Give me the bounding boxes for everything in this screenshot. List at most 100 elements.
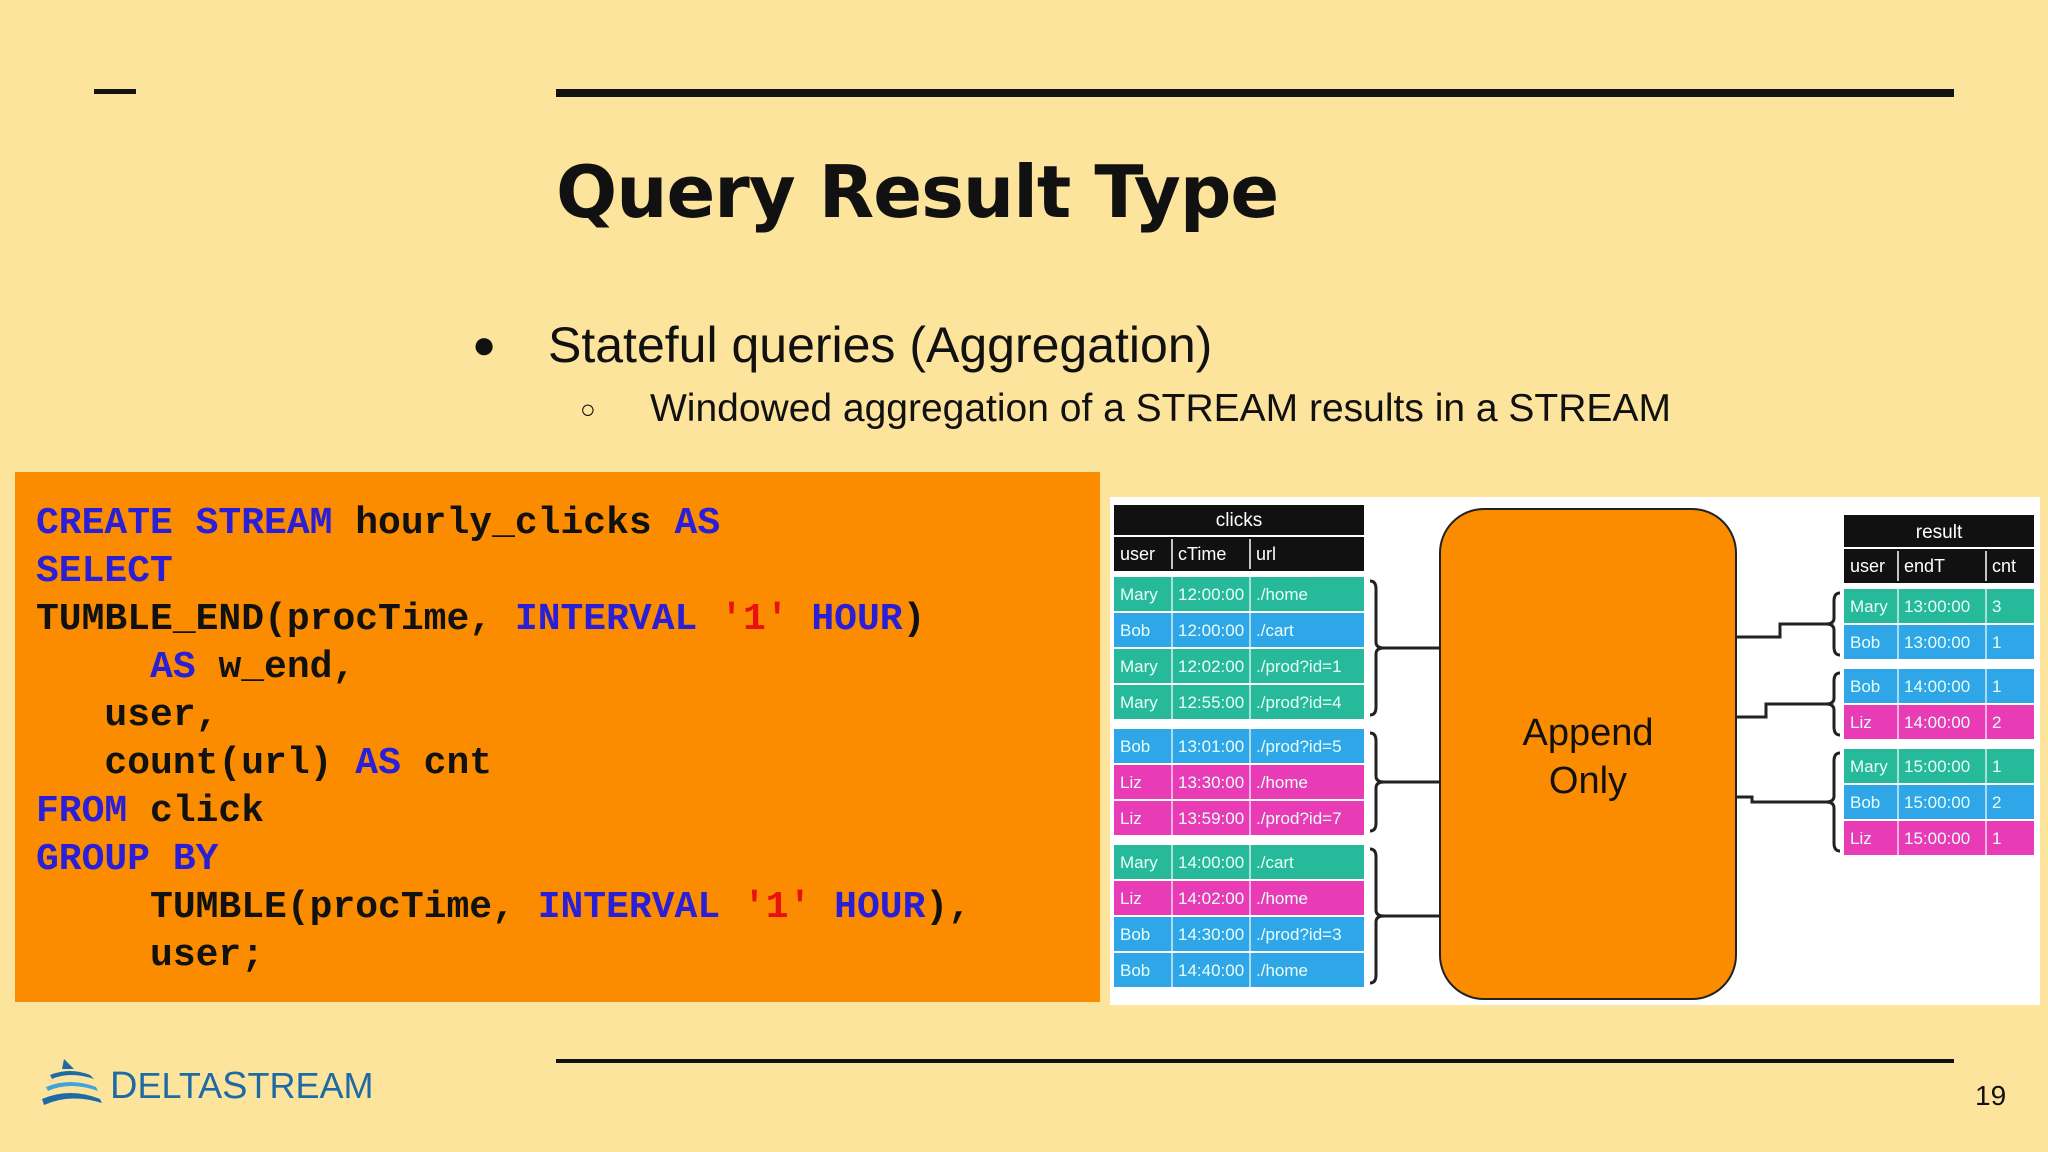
- clicks-header-cTime: cTime: [1178, 544, 1226, 564]
- sql-keyword: INTERVAL: [537, 886, 721, 929]
- sql-token: w_end,: [195, 646, 356, 689]
- result-cell-cnt: 3: [1992, 597, 2001, 616]
- bullet-dot-icon: ●: [472, 323, 497, 367]
- code-line: AS w_end,: [36, 644, 1100, 692]
- clicks-cell-user: Bob: [1120, 925, 1150, 944]
- clicks-header-user: user: [1120, 544, 1155, 564]
- result-header-bar: [1844, 549, 2034, 583]
- result-header-cnt: cnt: [1992, 556, 2016, 576]
- clicks-cell-time: 14:02:00: [1178, 889, 1244, 908]
- sub-bullet-text: Windowed aggregation of a STREAM results…: [650, 387, 1671, 430]
- sql-keyword: FROM: [36, 790, 128, 833]
- clicks-row: [1114, 649, 1364, 683]
- result-cell-user: Bob: [1850, 633, 1880, 652]
- result-title-bar: [1844, 515, 2034, 547]
- code-line: count(url) AS cnt: [36, 740, 1100, 788]
- clicks-cell-time: 12:55:00: [1178, 693, 1244, 712]
- clicks-cell-time: 13:59:00: [1178, 809, 1244, 828]
- clicks-cell-time: 12:02:00: [1178, 657, 1244, 676]
- clicks-cell-url: ./cart: [1256, 853, 1294, 872]
- clicks-cell-url: ./prod?id=5: [1256, 737, 1342, 756]
- clicks-cell-user: Bob: [1120, 737, 1150, 756]
- clicks-row: [1114, 953, 1364, 987]
- result-cell-time: 13:00:00: [1904, 633, 1970, 652]
- sql-keyword: AS: [674, 502, 721, 545]
- clicks-cell-user: Mary: [1120, 657, 1158, 676]
- clicks-cell-user: Bob: [1120, 961, 1150, 980]
- clicks-cell-url: ./home: [1256, 961, 1308, 980]
- sql-keyword: HOUR: [834, 886, 926, 929]
- clicks-cell-url: ./cart: [1256, 621, 1294, 640]
- sql-token: user,: [36, 694, 219, 737]
- title-accent-dash: [94, 89, 136, 94]
- sql-keyword: AS: [355, 742, 401, 785]
- clicks-cell-time: 12:00:00: [1178, 585, 1244, 604]
- sql-token: TUMBLE(procTime,: [36, 886, 538, 929]
- sql-keyword: CREATE STREAM: [36, 502, 333, 545]
- clicks-cell-time: 13:30:00: [1178, 773, 1244, 792]
- sql-token: ),: [925, 886, 971, 929]
- logo-wordmark: DELTASTREAM: [110, 1065, 374, 1107]
- sql-keyword: AS: [150, 646, 196, 689]
- result-cell-cnt: 1: [1992, 677, 2001, 696]
- append-only-operator-box: [1439, 508, 1737, 1000]
- result-cell-time: 13:00:00: [1904, 597, 1970, 616]
- sql-token: count(url): [36, 742, 356, 785]
- result-cell-cnt: 1: [1992, 829, 2001, 848]
- result-row: [1844, 749, 2034, 783]
- result-cell-user: Liz: [1850, 829, 1872, 848]
- sql-token: click: [127, 790, 265, 833]
- clicks-group-brace: [1369, 847, 1385, 985]
- bottom-divider-line: [556, 1059, 1954, 1063]
- clicks-title: clicks: [1216, 510, 1262, 531]
- sql-token: [36, 646, 150, 689]
- result-cell-time: 15:00:00: [1904, 793, 1970, 812]
- clicks-cell-url: ./prod?id=7: [1256, 809, 1342, 828]
- code-line: user;: [36, 932, 1100, 980]
- sql-token: [697, 598, 720, 641]
- result-row: [1844, 669, 2034, 703]
- clicks-cell-time: 14:40:00: [1178, 961, 1244, 980]
- clicks-row: [1114, 729, 1364, 763]
- result-cell-time: 15:00:00: [1904, 757, 1970, 776]
- result-group-brace: [1825, 751, 1841, 853]
- code-line: user,: [36, 692, 1100, 740]
- clicks-cell-time: 13:01:00: [1178, 737, 1244, 756]
- code-line: TUMBLE(procTime, INTERVAL '1' HOUR),: [36, 884, 1100, 932]
- clicks-cell-url: ./home: [1256, 585, 1308, 604]
- result-cell-user: Bob: [1850, 793, 1880, 812]
- clicks-cell-user: Bob: [1120, 621, 1150, 640]
- sql-token: [720, 886, 743, 929]
- clicks-cell-user: Mary: [1120, 693, 1158, 712]
- result-header-endT: endT: [1904, 556, 1945, 576]
- result-cell-time: 14:00:00: [1904, 713, 1970, 732]
- clicks-group-brace: [1369, 731, 1385, 833]
- clicks-row: [1114, 881, 1364, 915]
- clicks-cell-url: ./home: [1256, 773, 1308, 792]
- clicks-group-brace: [1369, 579, 1385, 717]
- clicks-cell-url: ./prod?id=3: [1256, 925, 1342, 944]
- code-line: SELECT: [36, 548, 1100, 596]
- clicks-cell-url: ./prod?id=4: [1256, 693, 1342, 712]
- result-cell-cnt: 2: [1992, 793, 2001, 812]
- result-row: [1844, 705, 2034, 739]
- clicks-row: [1114, 845, 1364, 879]
- clicks-cell-user: Liz: [1120, 809, 1142, 828]
- slide-title: Query Result Type: [556, 150, 1279, 234]
- sql-token: [789, 598, 812, 641]
- result-row: [1844, 589, 2034, 623]
- clicks-cell-url: ./prod?id=1: [1256, 657, 1342, 676]
- code-line: GROUP BY: [36, 836, 1100, 884]
- clicks-cell-user: Mary: [1120, 585, 1158, 604]
- clicks-row: [1114, 917, 1364, 951]
- clicks-title-bar: [1114, 505, 1364, 535]
- result-group-brace: [1825, 591, 1841, 657]
- sql-string: '1': [742, 886, 812, 929]
- clicks-cell-time: 12:00:00: [1178, 621, 1244, 640]
- clicks-cell-time: 14:00:00: [1178, 853, 1244, 872]
- clicks-row: [1114, 577, 1364, 611]
